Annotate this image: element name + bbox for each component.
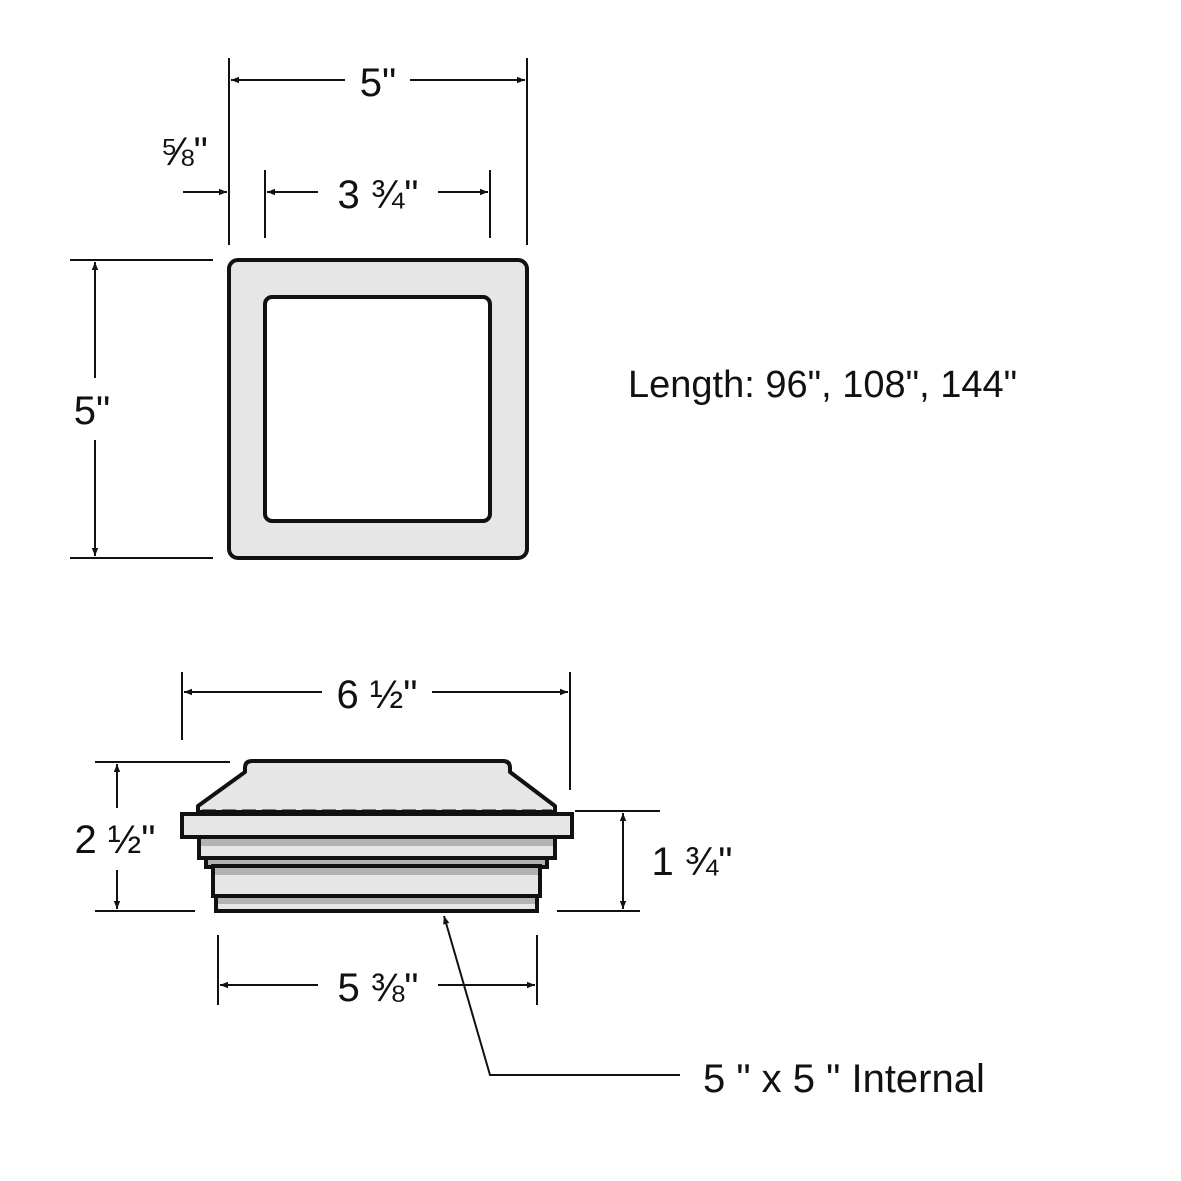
length-note: Length: 96", 108", 144" xyxy=(628,364,1017,406)
dimension-label: 5" xyxy=(360,61,396,105)
post-top-view xyxy=(227,258,529,560)
dimension-inner-width: 3 ¾" xyxy=(264,170,491,238)
dimension-cap-skirt-height: 1 ¾" xyxy=(557,810,733,912)
dimension-label: 5" xyxy=(74,389,110,433)
dimension-label: ⅝" xyxy=(160,130,208,174)
dimension-cap-overall-width: 6 ½" xyxy=(181,672,571,790)
dimension-cap-overall-height: 2 ½" xyxy=(75,761,230,912)
dimension-post-width: 5" xyxy=(228,58,528,245)
post-hollow-profile xyxy=(263,295,492,523)
dimension-label: 6 ½" xyxy=(337,673,418,717)
dimension-label: 3 ¾" xyxy=(338,173,419,217)
dimension-label: 2 ½" xyxy=(75,818,156,862)
dimension-label: 5 ⅜" xyxy=(338,966,419,1010)
dimension-wall-thickness: ⅝" xyxy=(160,130,227,196)
dimension-label: 1 ¾" xyxy=(652,840,733,884)
dimension-cap-base-width: 5 ⅜" xyxy=(217,935,538,1010)
dimension-post-height: 5" xyxy=(70,259,213,559)
post-cap-side-view xyxy=(180,759,574,913)
callout-label: 5 " x 5 " Internal xyxy=(703,1057,985,1101)
internal-size-callout: 5 " x 5 " Internal xyxy=(443,915,985,1101)
